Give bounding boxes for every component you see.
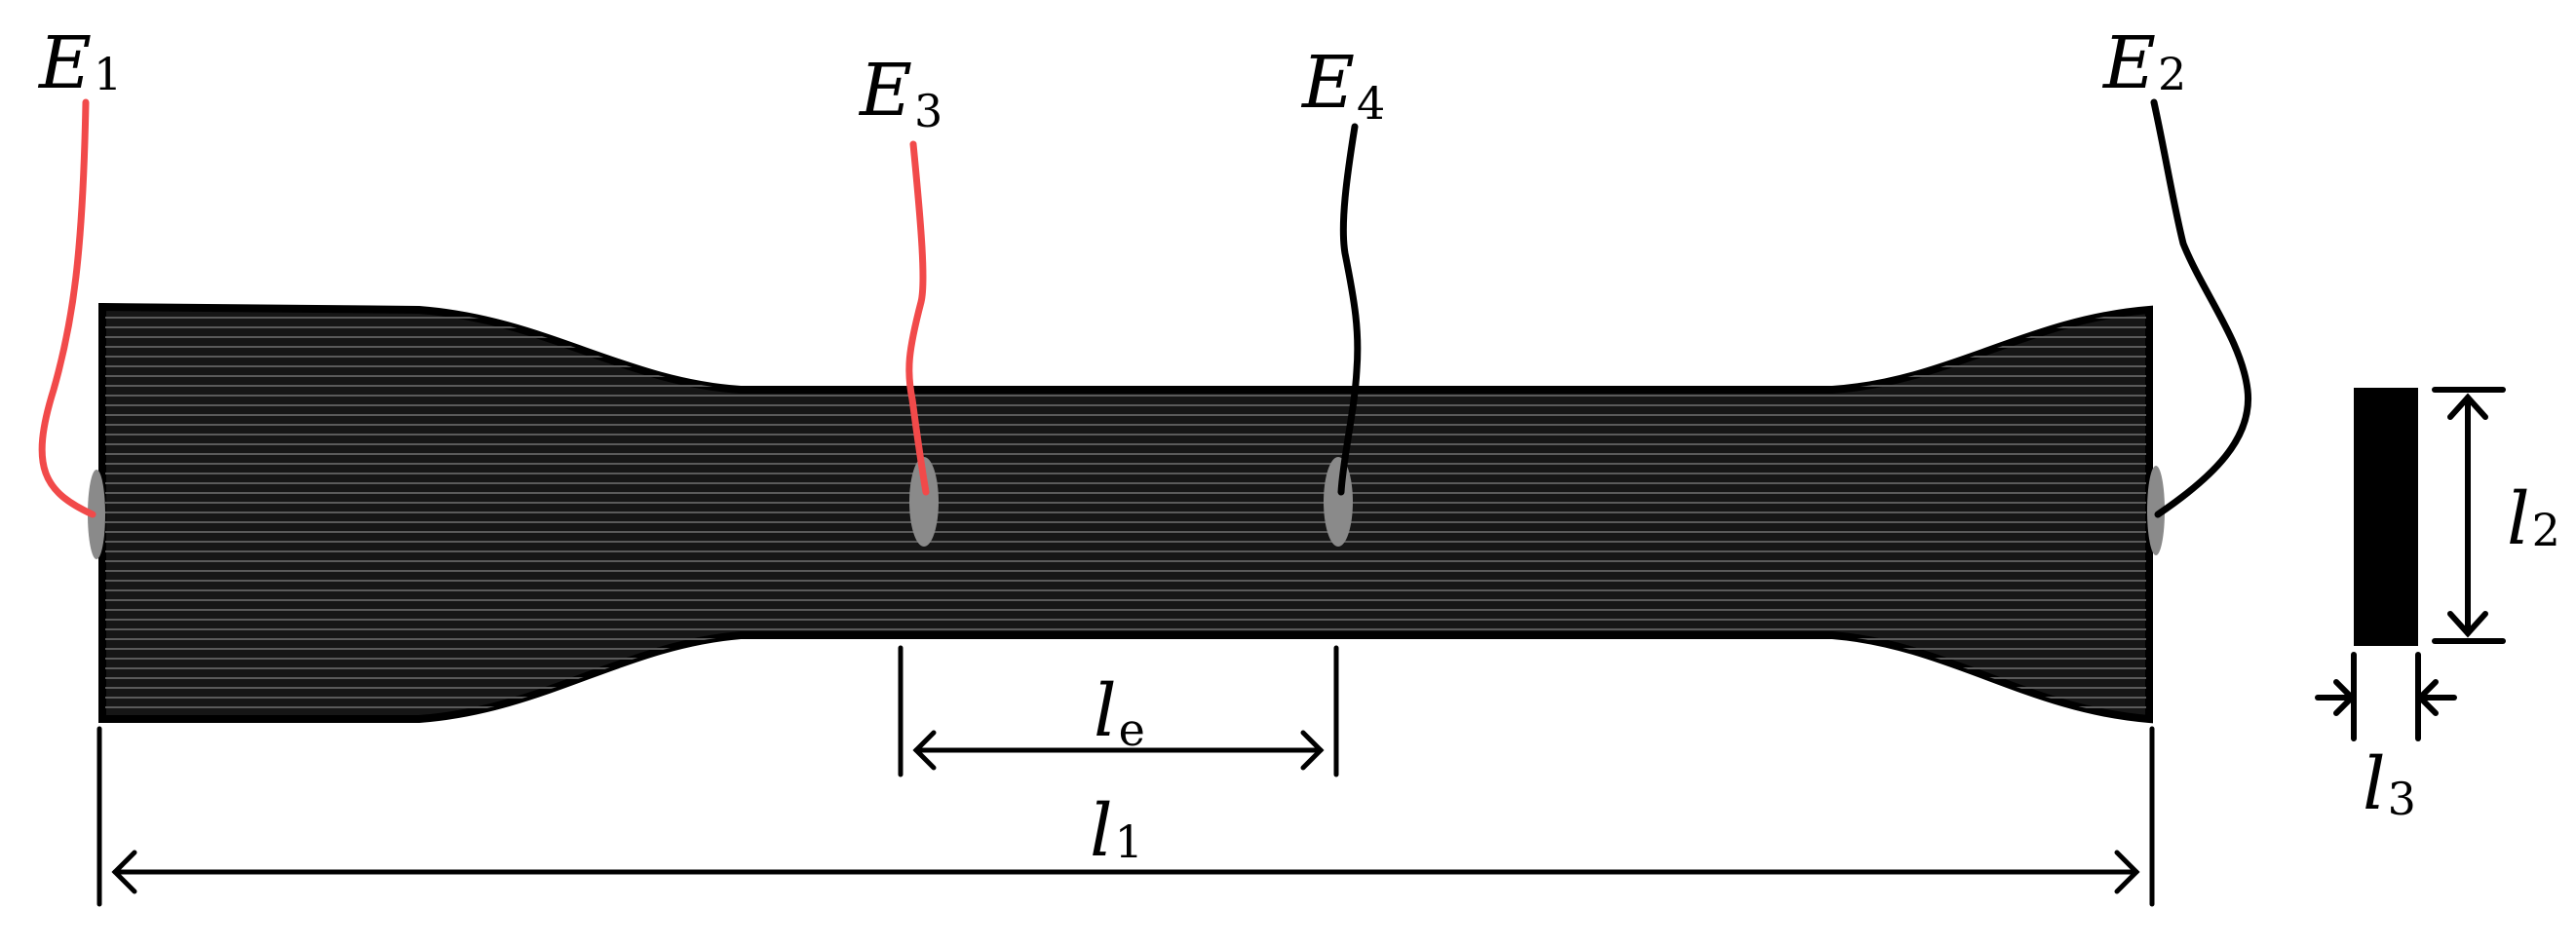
dimension-le (898, 645, 1339, 777)
wire-e3 (905, 140, 930, 496)
le-arrowhead-right (1300, 730, 1325, 771)
contact-e2 (2147, 466, 2165, 555)
contact-e1 (88, 470, 105, 559)
dimension-l3 (2315, 652, 2457, 741)
l2-arrowhead-bottom (2447, 611, 2488, 638)
cross-section (2354, 388, 2418, 646)
specimen (98, 302, 2153, 724)
dimension-l1 (96, 726, 2155, 907)
wire-e2 (2150, 98, 2252, 518)
l1-arrowhead-left (111, 850, 137, 894)
label-l3: l3 (2363, 742, 2416, 826)
wire-e4 (1337, 123, 1362, 496)
label-le: le (1094, 669, 1145, 756)
dimension-l2 (2432, 387, 2506, 644)
electrode-labels: E1 E3 E4 E2 (37, 21, 2186, 137)
label-e2: E2 (2101, 21, 2186, 105)
l2-arrowhead-top (2447, 393, 2488, 420)
label-e4: E4 (1300, 41, 1385, 130)
label-l1: l1 (1090, 789, 1143, 873)
l3-arrowhead-left (2333, 679, 2357, 716)
l3-arrowhead-right (2415, 679, 2439, 716)
label-l2: l2 (2507, 477, 2560, 561)
contact-e4 (1324, 457, 1353, 547)
fiber-stripes (105, 317, 2146, 708)
contact-e3 (909, 457, 939, 547)
wire-e1 (38, 98, 96, 518)
l1-arrowhead-right (2114, 850, 2140, 894)
le-arrowhead-left (912, 730, 937, 771)
label-e3: E3 (858, 49, 942, 137)
label-e1: E1 (37, 21, 122, 105)
electrode-wires (38, 98, 2252, 518)
